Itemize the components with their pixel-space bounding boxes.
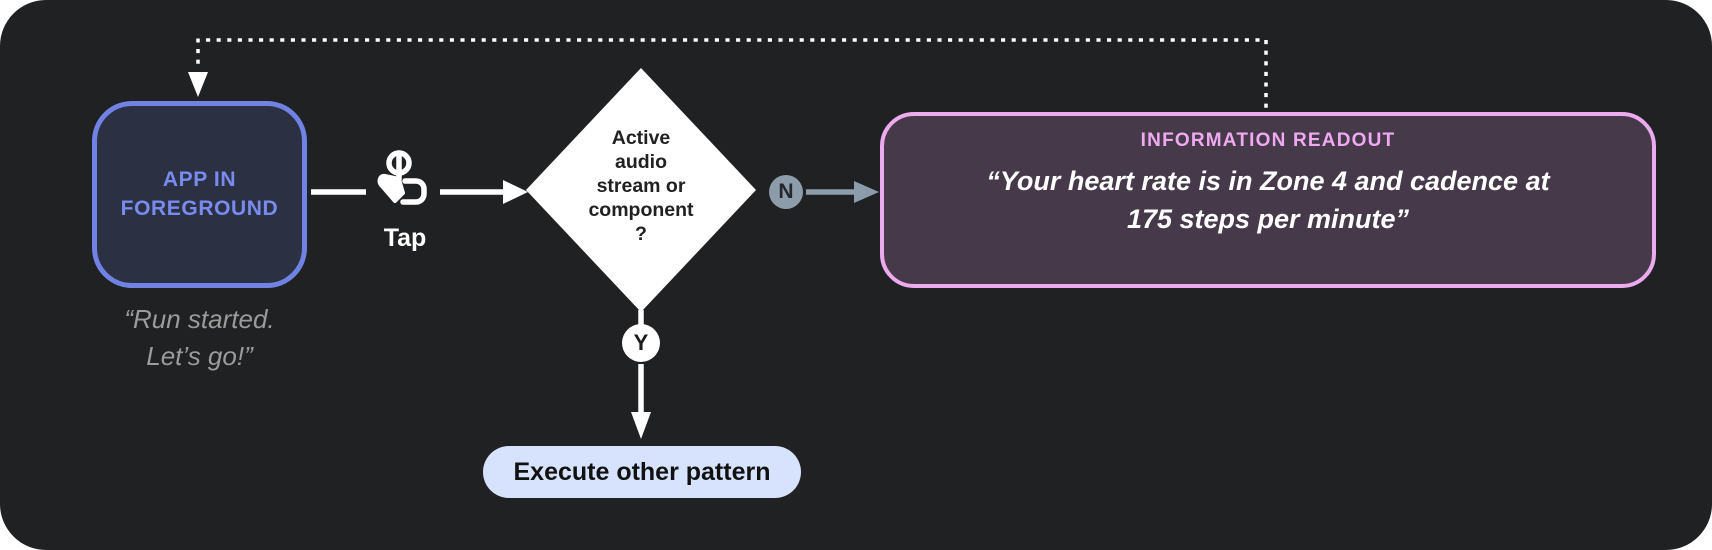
app-in-foreground-node: APP IN FOREGROUND — [92, 101, 307, 288]
execute-arrowhead-icon — [631, 412, 651, 439]
readout-arrowhead-icon — [854, 181, 879, 203]
yes-branch-badge — [622, 324, 660, 362]
decision-diamond-label: Active audio stream or component ? — [588, 127, 694, 245]
feedback-arrowhead-icon — [188, 72, 208, 97]
decision-diamond — [526, 68, 756, 312]
no-branch-label: N — [778, 180, 794, 203]
tap-gesture-icon — [372, 149, 436, 217]
yes-branch-label: Y — [633, 330, 649, 355]
decision-arrowhead-icon — [503, 180, 528, 204]
feedback-dotted-connector — [196, 38, 1268, 108]
execute-other-pattern-label: Execute other pattern — [513, 457, 771, 486]
tap-label: Tap — [383, 224, 427, 252]
app-voice-quote: “Run started. Let’s go!” — [124, 304, 275, 371]
information-readout-title: INFORMATION READOUT — [1140, 130, 1396, 151]
no-branch-badge — [769, 175, 803, 209]
information-readout-quote: “Your heart rate is in Zone 4 and cadenc… — [986, 166, 1550, 234]
execute-other-pattern-node: Execute other pattern — [483, 446, 801, 498]
app-in-foreground-label: APP IN FOREGROUND — [120, 168, 279, 220]
information-readout-node: INFORMATION READOUT “Your heart rate is … — [880, 112, 1656, 288]
